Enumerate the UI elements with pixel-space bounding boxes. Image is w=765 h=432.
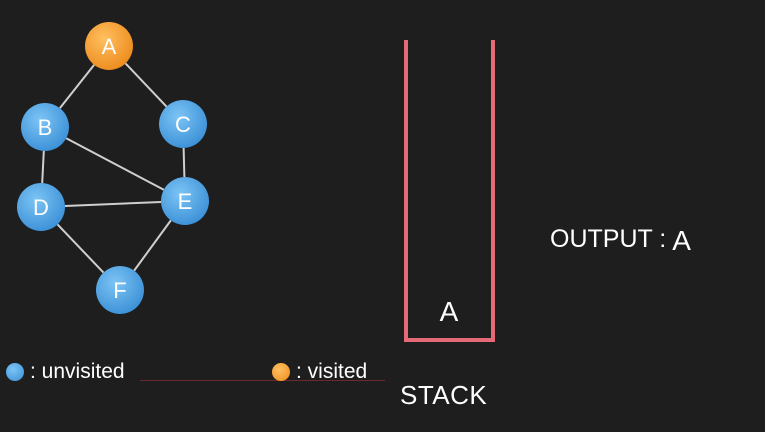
node-label: A	[102, 34, 117, 59]
graph-nodes: A B C D E F	[17, 22, 209, 314]
edge-c-e	[182, 147, 186, 178]
stack-right-wall	[491, 40, 495, 342]
legend-visited: : visited	[272, 360, 367, 384]
edge-e-f	[133, 219, 172, 272]
stack-caption: STACK	[400, 380, 488, 410]
edge-a-c	[124, 62, 168, 108]
node-a: A	[85, 22, 133, 70]
legend-unvisited-label: : unvisited	[30, 360, 125, 383]
node-label: B	[38, 115, 53, 140]
visited-node-circle	[85, 22, 133, 70]
edge-b-d	[41, 150, 45, 184]
node-f: F	[96, 266, 144, 314]
unvisited-node-circle	[21, 103, 69, 151]
node-label: F	[113, 278, 126, 303]
edge-a-b	[59, 64, 95, 109]
visited-dot-icon	[272, 363, 290, 381]
output-value: A	[672, 225, 691, 256]
node-label: D	[33, 195, 49, 220]
edge-d-e	[64, 200, 162, 208]
graph-edges	[41, 62, 186, 274]
edge-b-e	[65, 137, 165, 191]
edge-d-f	[56, 223, 105, 274]
unvisited-node-circle	[96, 266, 144, 314]
legend-visited-label: : visited	[296, 360, 368, 383]
node-c: C	[159, 100, 207, 148]
node-b: B	[21, 103, 69, 151]
node-label: C	[175, 112, 191, 137]
node-e: E	[161, 177, 209, 225]
unvisited-node-circle	[159, 100, 207, 148]
node-d: D	[17, 183, 65, 231]
output-label: OUTPUT :	[550, 225, 667, 253]
unvisited-dot-icon	[6, 363, 24, 381]
output-readout: OUTPUT :A	[550, 222, 691, 256]
node-label: E	[178, 189, 193, 214]
stack-bottom	[404, 338, 495, 342]
unvisited-node-circle	[17, 183, 65, 231]
stack-left-wall	[404, 40, 408, 342]
legend-divider	[140, 380, 385, 381]
stack-item: A	[439, 296, 459, 327]
unvisited-node-circle	[161, 177, 209, 225]
legend-unvisited: : unvisited	[6, 360, 125, 384]
